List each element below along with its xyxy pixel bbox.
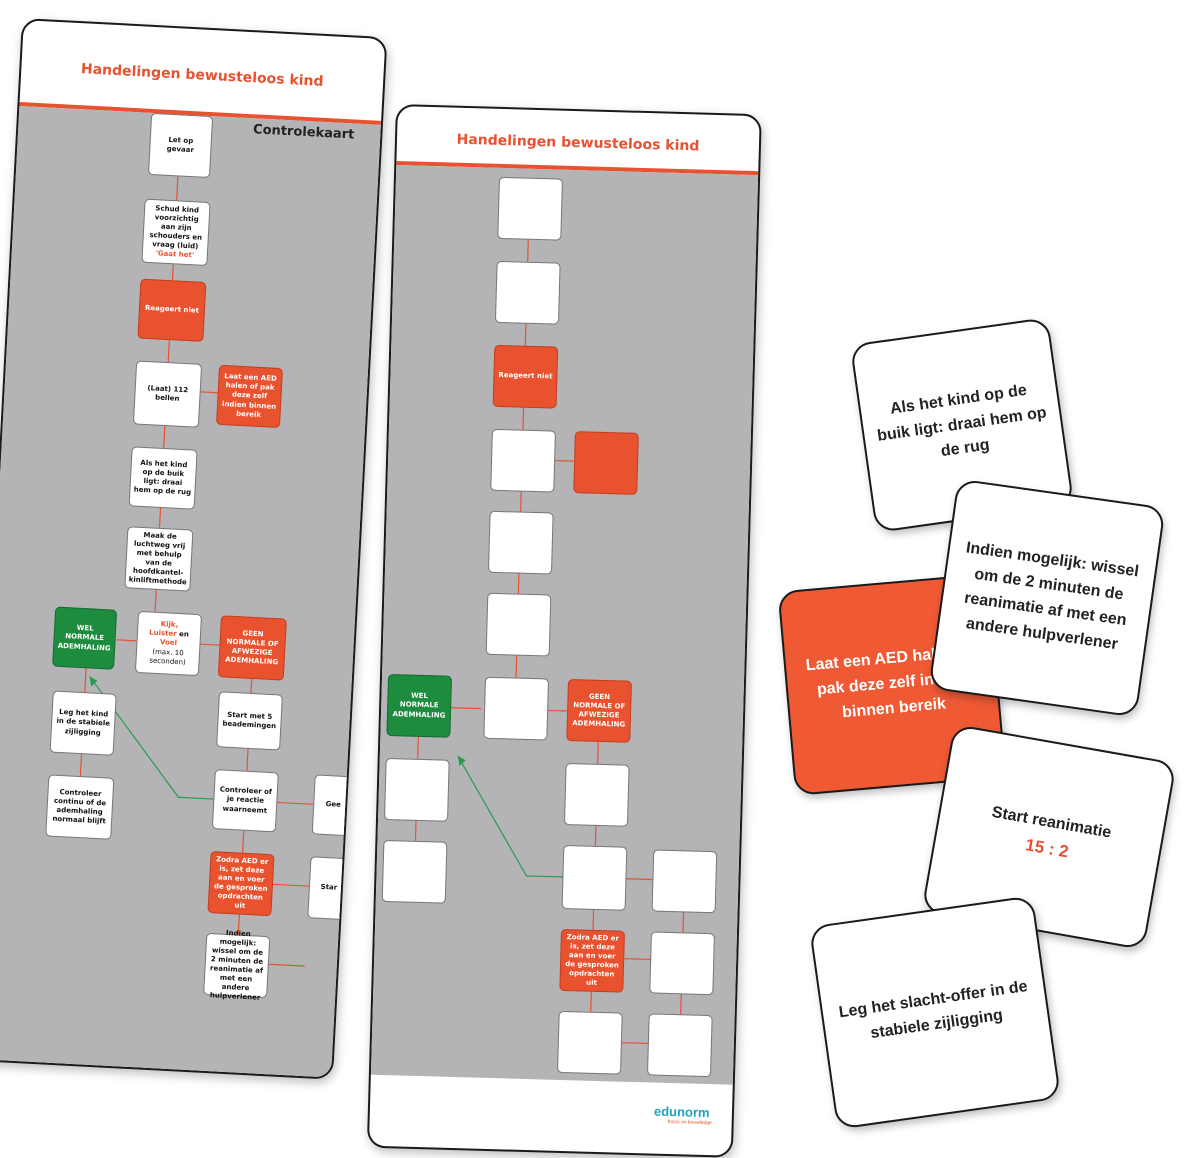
puzzle-wel-normale-ademhaling: WEL NORMALE ADEMHALING: [386, 674, 453, 738]
slot-right-2[interactable]: [561, 844, 628, 911]
logo-subtext: focus on knowledge: [667, 1118, 712, 1127]
luister-label: Luister: [148, 628, 177, 639]
slot-far-right-1[interactable]: [651, 849, 718, 914]
step-geen-short: Gee: [311, 774, 355, 837]
step-112-bellen: (Laat) 112 bellen: [132, 360, 203, 428]
puzzle-zodra-aed: Zodra AED er is, zet deze aan en voer de…: [559, 928, 626, 993]
step-reactie: Controleer of je reactie waarneemt: [211, 769, 279, 833]
slot-right-1[interactable]: [563, 762, 630, 827]
step-luchtweg: Maak de luchtweg vrij met behulp van de …: [124, 526, 194, 592]
slot-5[interactable]: [487, 510, 554, 575]
puzzle-card: Handelingen bewusteloos kind: [366, 104, 762, 1158]
step-beademingen: Start met 5 beademingen: [216, 691, 283, 751]
step-stabiele-zijligging: Leg het kind in de stabiele zijligging: [49, 690, 117, 756]
slot-6[interactable]: [485, 592, 552, 657]
max-label: (max. 10 seconden): [149, 647, 186, 667]
edunorm-logo: edunorm focus on knowledge: [654, 1104, 713, 1127]
slot-aed-side[interactable]: [573, 431, 639, 495]
step-schud-text: Schud kind voorzichtig aan zijn schouder…: [149, 203, 203, 251]
step-wel-normale-ademhaling: WEL NORMALE ADEMHALING: [52, 606, 118, 670]
slot-2[interactable]: [494, 260, 561, 325]
tile-stabiel[interactable]: Leg het slacht-offer in de stabiele zijl…: [808, 895, 1062, 1130]
step-kijk-luister-voel: Kijk, Luister en Voel (max. 10 seconden): [134, 610, 203, 677]
step-controleer-ademhaling: Controleer continu of de ademhaling norm…: [45, 774, 115, 840]
voel-label: Voel: [159, 638, 178, 648]
slot-bottom-2[interactable]: [646, 1013, 713, 1078]
logo-text: edunorm: [653, 1103, 710, 1121]
puzzle-connectors: [414, 239, 685, 1044]
step-start-short: Star: [307, 856, 351, 921]
slot-left-2[interactable]: [381, 839, 448, 904]
puzzle-geen-normale-ademhaling: GEEN NORMALE OF AFWEZIGE ADEMHALING: [566, 679, 632, 743]
step-reageert-niet: Reageert niet: [137, 278, 207, 342]
step-schud-quote: 'Gaat het': [155, 249, 195, 260]
step-geen-normale-ademhaling: GEEN NORMALE OF AFWEZIGE ADEMHALING: [217, 615, 287, 681]
tile-wissel[interactable]: Indien mogelijk: wissel om de 2 minuten …: [928, 478, 1166, 718]
puzzle-reageert-niet: Reageert niet: [492, 344, 559, 409]
step-buik: Als het kind op de buik ligt: draai hem …: [128, 446, 198, 510]
control-card: Handelingen bewusteloos kind Controlekaa…: [0, 18, 388, 1080]
step-zodra-aed: Zodra AED er is, zet deze aan en voer de…: [207, 851, 275, 917]
flow-connectors: [79, 176, 314, 967]
slot-far-right-2[interactable]: [649, 931, 715, 996]
step-aed-halen: Laat een AED halen of pak deze zelf indi…: [215, 364, 284, 429]
step-schud: Schud kind voorzichtig aan zijn schouder…: [141, 198, 211, 267]
slot-1[interactable]: [497, 176, 563, 241]
slot-4[interactable]: [490, 428, 556, 493]
step-wissel: Indien mogelijk: wissel om de 2 minuten …: [203, 929, 271, 1002]
step-gevaar: Let op gevaar: [147, 112, 214, 179]
slot-bottom-1[interactable]: [557, 1010, 623, 1075]
slot-7[interactable]: [483, 676, 550, 741]
en-label: en: [178, 630, 190, 639]
slot-left-1[interactable]: [384, 757, 450, 822]
